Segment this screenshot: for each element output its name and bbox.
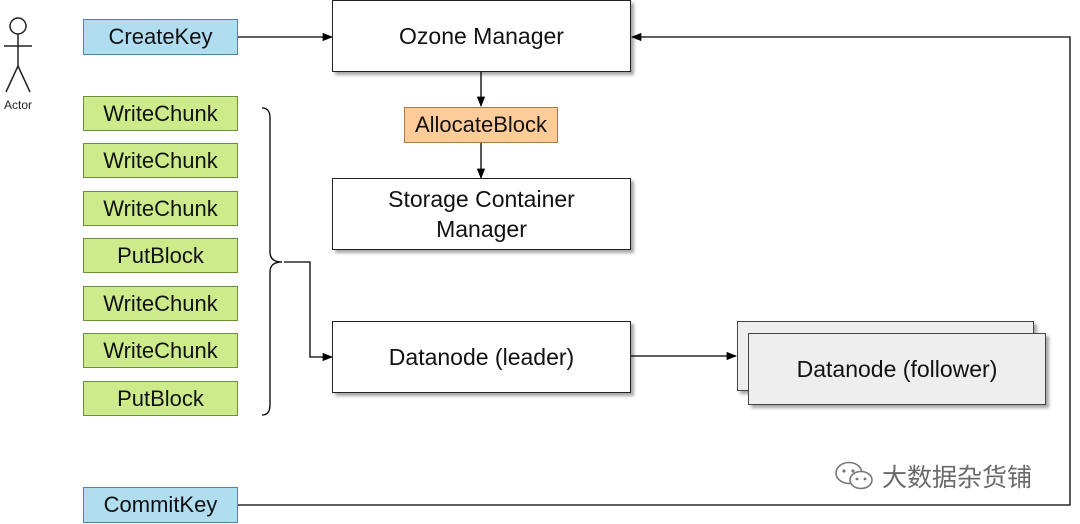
- allocateblock-request[interactable]: AllocateBlock: [404, 107, 558, 143]
- datanode-leader-box[interactable]: Datanode (leader): [332, 321, 631, 393]
- ozone-manager-box[interactable]: Ozone Manager: [332, 0, 631, 72]
- commitkey-request[interactable]: CommitKey: [83, 487, 238, 523]
- watermark: 大数据杂货铺: [834, 458, 1032, 494]
- scm-label-line1: Storage Container: [388, 186, 575, 212]
- storage-container-manager-box[interactable]: Storage Container Manager: [332, 178, 631, 250]
- write-group-brace: [261, 107, 283, 416]
- actor-label: Actor: [3, 98, 32, 112]
- watermark-text: 大数据杂货铺: [882, 463, 1033, 492]
- createkey-request[interactable]: CreateKey: [83, 19, 238, 55]
- putblock-request-1[interactable]: PutBlock: [83, 238, 238, 273]
- writechunk-request-5[interactable]: WriteChunk: [83, 333, 238, 368]
- arrow-commitkey-to-ozone: [238, 32, 1071, 506]
- putblock-request-2[interactable]: PutBlock: [83, 381, 238, 416]
- writechunk-request-1[interactable]: WriteChunk: [83, 96, 238, 131]
- actor-icon: [4, 17, 32, 93]
- scm-label-line2: Manager: [436, 216, 527, 242]
- writechunk-request-4[interactable]: WriteChunk: [83, 286, 238, 321]
- writechunk-request-2[interactable]: WriteChunk: [83, 143, 238, 178]
- writechunk-request-3[interactable]: WriteChunk: [83, 191, 238, 226]
- wechat-icon: [835, 461, 873, 490]
- datanode-follower-box[interactable]: Datanode (follower): [748, 333, 1046, 405]
- arrow-writes-to-leader: [284, 261, 334, 362]
